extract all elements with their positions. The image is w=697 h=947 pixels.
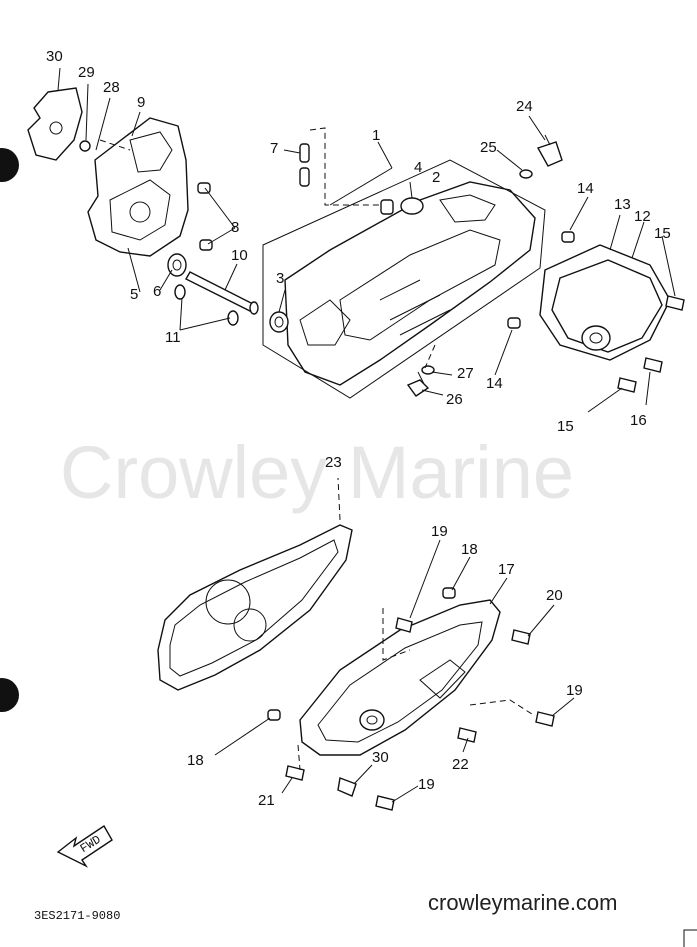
callout-15a: 15 — [654, 225, 671, 242]
bearing-3 — [269, 311, 289, 333]
edge-mark-top — [0, 148, 19, 182]
callout-26: 27 — [457, 365, 474, 382]
bolt-15a — [665, 295, 685, 311]
callout-3: 3 — [276, 270, 284, 287]
washer-26 — [421, 365, 435, 375]
oring-24 — [519, 169, 533, 179]
bolt-20b — [285, 765, 305, 781]
callout-16: 16 — [630, 412, 647, 429]
cover-body — [87, 117, 189, 257]
pin-18b — [267, 709, 281, 721]
washer-11a — [174, 284, 186, 300]
callout-29: 30 — [46, 48, 63, 65]
shaft-10 — [185, 271, 256, 313]
callout-9: 9 — [137, 94, 145, 111]
callout-21: 22 — [452, 756, 469, 773]
callout-8: 8 — [231, 219, 239, 236]
bolt-19a — [395, 617, 413, 633]
drain-plug-25 — [406, 379, 430, 397]
callout-1: 1 — [372, 127, 380, 144]
callout-18a: 18 — [461, 541, 478, 558]
pin-14b — [507, 317, 521, 329]
callout-4: 4 — [414, 159, 422, 176]
callout-10: 10 — [231, 247, 248, 264]
drawing-code: 3ES2171-9080 — [34, 909, 120, 923]
callout-19a: 19 — [431, 523, 448, 540]
leader-lines — [57, 67, 676, 803]
callout-28: 29 — [78, 64, 95, 81]
callout-27: 28 — [103, 79, 120, 96]
callout-20a: 20 — [546, 587, 563, 604]
pin-18a — [442, 587, 456, 599]
pin-4 — [380, 199, 394, 215]
bolt-19b — [535, 711, 555, 727]
callout-11: 11 — [165, 329, 181, 346]
corner-mark — [683, 929, 697, 947]
forward-arrow: FWD — [56, 825, 113, 868]
callout-25: 26 — [446, 391, 463, 408]
bolt-19c — [375, 795, 395, 811]
fwd-label: FWD — [78, 833, 104, 856]
pin-8b — [199, 239, 213, 251]
callout-6: 6 — [153, 283, 161, 300]
callout-22: 23 — [325, 454, 342, 471]
plate-29 — [27, 87, 83, 161]
callout-2: 2 — [432, 169, 440, 186]
breather-23 — [536, 141, 563, 167]
crankcase-1 — [284, 181, 536, 386]
gasket-13 — [539, 244, 671, 361]
callout-15b: 15 — [557, 418, 574, 435]
cover-12 — [551, 259, 663, 353]
callout-19b: 19 — [566, 682, 583, 699]
callout-19c: 19 — [418, 776, 435, 793]
callout-30: 30 — [372, 749, 389, 766]
crankcase-assembly — [262, 127, 546, 399]
pin-7b — [299, 167, 310, 187]
bushing-2 — [400, 197, 424, 215]
callout-17: 17 — [498, 561, 515, 578]
edge-mark-bottom — [0, 678, 19, 712]
callout-13: 13 — [614, 196, 631, 213]
footer-url: crowleymarine.com — [428, 890, 618, 915]
callout-14b: 14 — [486, 375, 503, 392]
callout-14a: 14 — [577, 180, 594, 197]
bolt-28 — [79, 140, 91, 152]
pin-14a — [561, 231, 575, 243]
callout-24: 25 — [480, 139, 497, 156]
pin-7a — [299, 143, 310, 163]
callout-numbers: 30 29 28 9 8 10 6 5 11 1 7 4 2 3 27 26 2… — [46, 48, 671, 809]
callout-12: 12 — [634, 208, 651, 225]
callout-7: 7 — [270, 140, 278, 157]
callout-20b: 21 — [258, 792, 275, 809]
callout-18b: 18 — [187, 752, 204, 769]
right-cover-assembly — [507, 134, 685, 393]
watermark: Crowley Marine — [60, 431, 574, 514]
bolt-15b — [617, 377, 637, 393]
callout-23: 24 — [516, 98, 533, 115]
drive-cover-assembly — [267, 587, 555, 811]
bolt-16 — [643, 357, 663, 373]
seal-6 — [167, 253, 187, 277]
cover-17 — [299, 599, 501, 756]
bolt-20a — [511, 629, 531, 645]
left-cover-assembly — [27, 87, 259, 326]
bolt-21 — [457, 727, 477, 743]
gasket-22 — [157, 477, 353, 691]
callout-5: 5 — [130, 286, 138, 303]
clip-30 — [337, 777, 357, 797]
